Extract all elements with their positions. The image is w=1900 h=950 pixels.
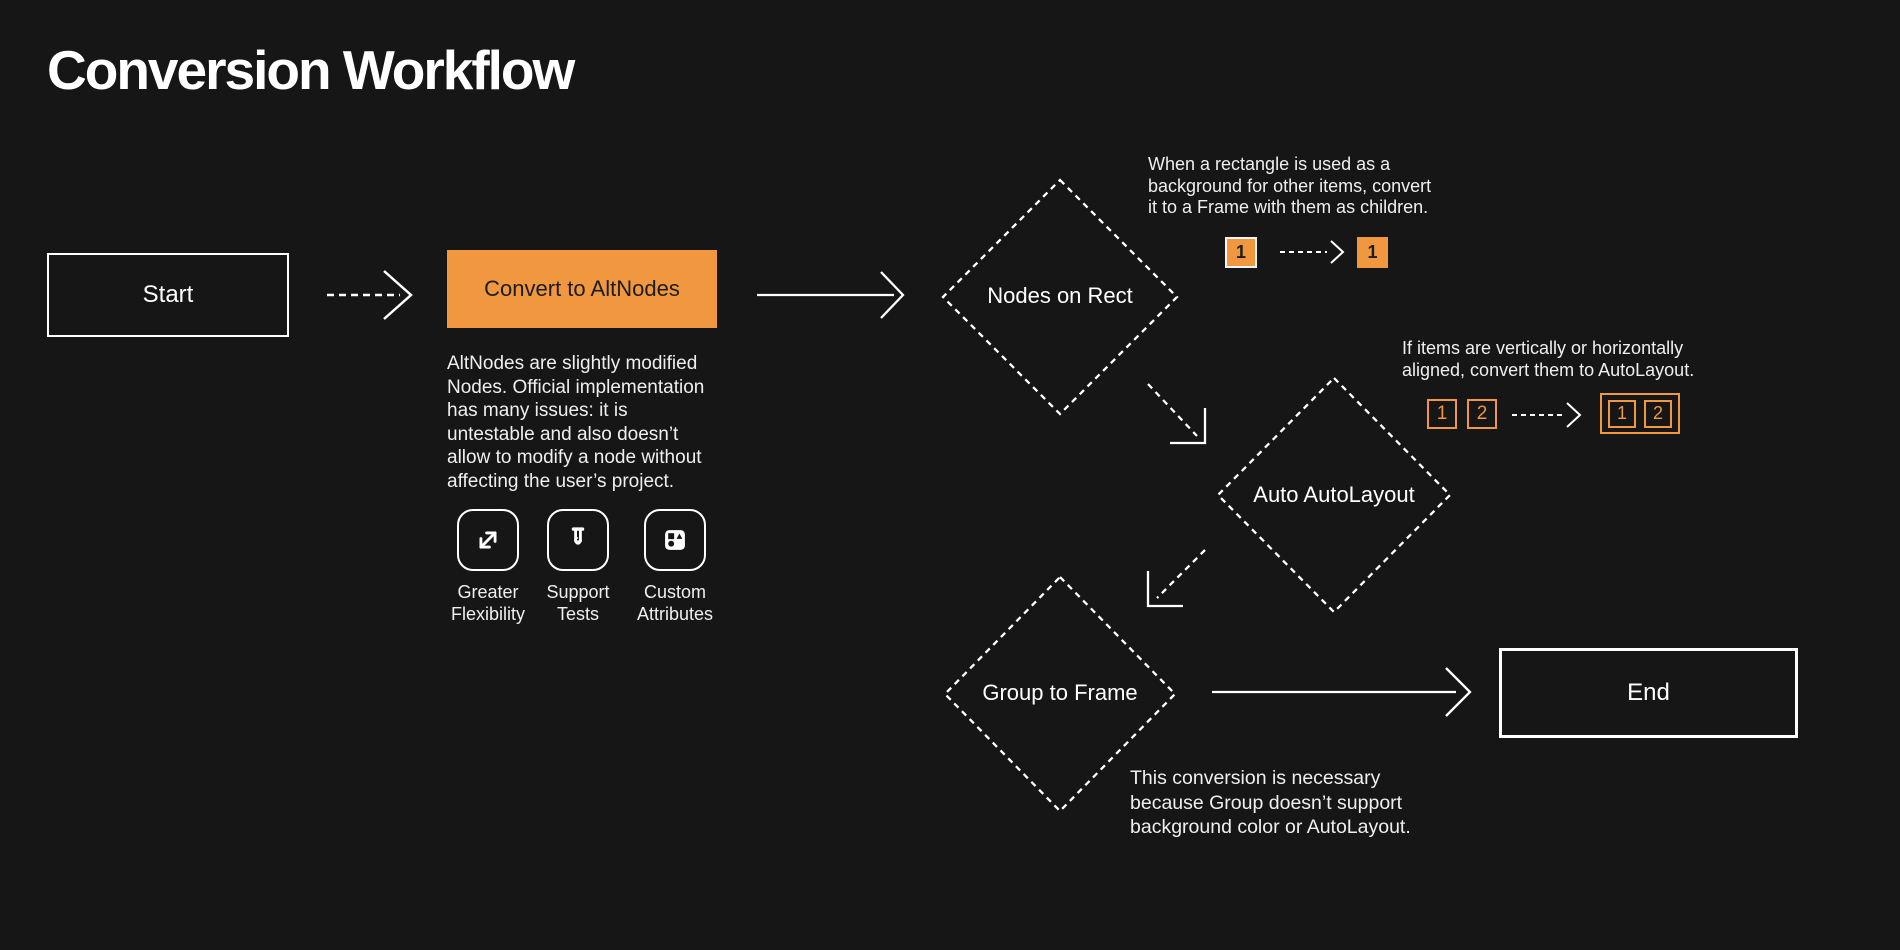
feature-label: Custom Attributes bbox=[636, 582, 714, 624]
expand-arrows-icon bbox=[457, 509, 519, 571]
shapes-icon bbox=[644, 509, 706, 571]
arrow-group-to-frame-to-end bbox=[1212, 667, 1472, 717]
autolayout-demo-group[interactable]: 1 2 bbox=[1600, 393, 1680, 434]
chip-label: 1 bbox=[1616, 403, 1627, 423]
feature-label: Support Tests bbox=[546, 582, 610, 624]
chip-label: 1 bbox=[1367, 242, 1378, 262]
rect-demo-after-chip[interactable]: 1 bbox=[1357, 237, 1388, 268]
chip-label: 1 bbox=[1235, 242, 1246, 262]
test-tube-icon bbox=[547, 509, 609, 571]
node-auto-autolayout-label: Auto AutoLayout bbox=[1253, 482, 1415, 507]
arrow-start-to-convert bbox=[327, 270, 413, 320]
autolayout-note: If items are vertically or horizontally … bbox=[1402, 338, 1695, 380]
chip-label: 2 bbox=[1476, 403, 1488, 424]
feature-label: Greater Flexibility bbox=[450, 582, 525, 624]
arrow-rect-demo bbox=[1280, 240, 1345, 264]
node-nodes-on-rect-label: Nodes on Rect bbox=[987, 283, 1133, 308]
node-convert-label: Convert to AltNodes bbox=[484, 276, 680, 301]
arrow-convert-to-nodes-on-rect bbox=[757, 271, 905, 319]
rect-demo-before-chip[interactable]: 1 bbox=[1225, 237, 1257, 268]
node-end[interactable]: End bbox=[1499, 648, 1798, 738]
group-to-frame-note: This conversion is necessary because Gro… bbox=[1130, 767, 1411, 838]
rect-to-frame-note: When a rectangle is used as a background… bbox=[1148, 154, 1432, 217]
autolayout-demo-grouped-item-1: 1 bbox=[1608, 399, 1636, 428]
node-group-to-frame-label: Group to Frame bbox=[982, 680, 1138, 705]
arrow-auto-autolayout-to-group-to-frame bbox=[1146, 549, 1206, 608]
chip-label: 1 bbox=[1436, 403, 1448, 424]
node-end-label: End bbox=[1627, 679, 1670, 706]
arrow-nodes-on-rect-to-auto-autolayout bbox=[1147, 383, 1207, 445]
autolayout-demo-grouped-item-2: 2 bbox=[1644, 399, 1672, 428]
altnodes-description: AltNodes are slightly modified Nodes. Of… bbox=[447, 353, 705, 492]
feature-support-tests[interactable]: Support Tests bbox=[524, 509, 632, 625]
arrow-autolayout-demo bbox=[1512, 402, 1582, 428]
page-title: Conversion Workflow bbox=[47, 39, 575, 101]
autolayout-demo-item-1[interactable]: 1 bbox=[1427, 399, 1457, 429]
feature-greater-flexibility[interactable]: Greater Flexibility bbox=[434, 509, 542, 625]
autolayout-demo-item-2[interactable]: 2 bbox=[1467, 399, 1497, 429]
node-convert-to-altnodes[interactable]: Convert to AltNodes bbox=[447, 250, 717, 328]
node-start-label: Start bbox=[142, 281, 194, 308]
chip-label: 2 bbox=[1652, 403, 1663, 423]
feature-custom-attributes[interactable]: Custom Attributes bbox=[621, 509, 729, 625]
node-start[interactable]: Start bbox=[47, 253, 289, 337]
